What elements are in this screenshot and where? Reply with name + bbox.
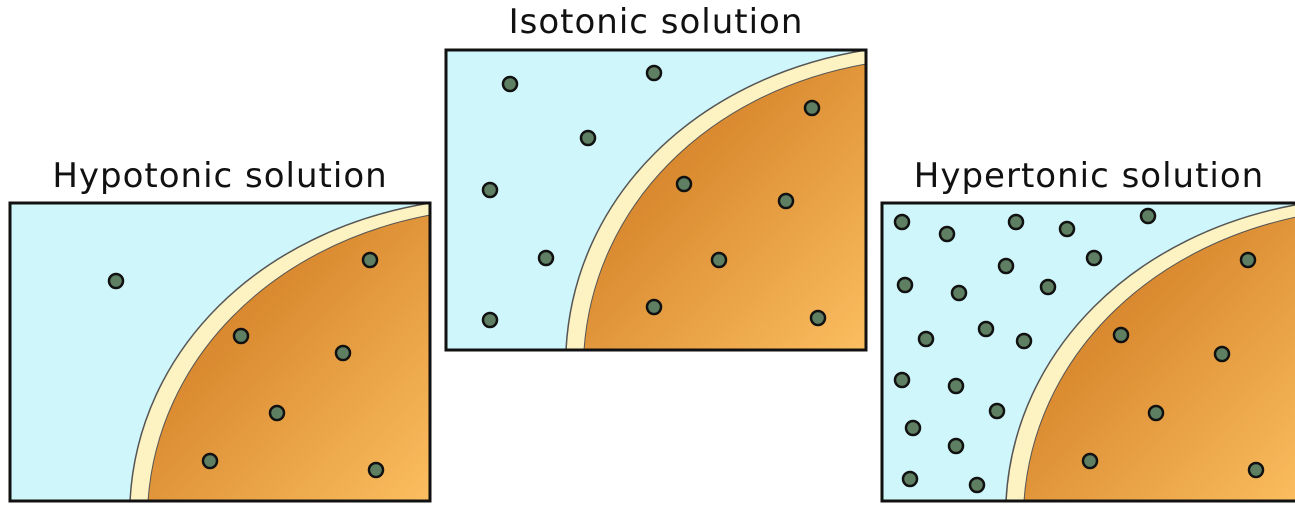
particle bbox=[968, 476, 986, 494]
cell-interior bbox=[583, 63, 867, 351]
isotonic-panel bbox=[444, 48, 868, 352]
particle bbox=[361, 251, 379, 269]
particle bbox=[481, 311, 499, 329]
particle bbox=[1081, 452, 1099, 470]
solute-particles bbox=[481, 64, 827, 329]
particle bbox=[1139, 207, 1157, 225]
particle bbox=[645, 298, 663, 316]
panel-border bbox=[444, 48, 868, 352]
particle bbox=[675, 175, 693, 193]
particle bbox=[947, 437, 965, 455]
particle bbox=[777, 192, 795, 210]
particle bbox=[579, 129, 597, 147]
particle bbox=[1015, 332, 1033, 350]
particle bbox=[367, 461, 385, 479]
particle bbox=[947, 377, 965, 395]
particle bbox=[938, 225, 956, 243]
particle bbox=[201, 452, 219, 470]
panel-border bbox=[880, 201, 1295, 503]
particle bbox=[893, 371, 911, 389]
particle bbox=[1247, 461, 1265, 479]
particle bbox=[645, 64, 663, 82]
particle bbox=[988, 402, 1006, 420]
particle bbox=[481, 181, 499, 199]
particle bbox=[232, 327, 250, 345]
particle bbox=[501, 75, 519, 93]
particle bbox=[917, 330, 935, 348]
particle bbox=[950, 284, 968, 302]
particle bbox=[1085, 249, 1103, 267]
particle bbox=[1007, 213, 1025, 231]
particle bbox=[334, 344, 352, 362]
particle bbox=[710, 251, 728, 269]
particle bbox=[107, 272, 125, 290]
particle bbox=[997, 257, 1015, 275]
particle bbox=[803, 99, 821, 117]
particle bbox=[896, 276, 914, 294]
isotonic-title: Isotonic solution bbox=[508, 2, 804, 42]
hypotonic-title: Hypotonic solution bbox=[52, 156, 388, 196]
particle bbox=[977, 320, 995, 338]
solute-particles bbox=[107, 251, 385, 479]
particle bbox=[1058, 220, 1076, 238]
solute-particles bbox=[893, 207, 1265, 494]
particle bbox=[537, 249, 555, 267]
particle bbox=[1039, 278, 1057, 296]
particle bbox=[1112, 326, 1130, 344]
particle bbox=[809, 309, 827, 327]
hypertonic-title: Hypertonic solution bbox=[913, 156, 1265, 196]
particle bbox=[1213, 345, 1231, 363]
cell-interior bbox=[1023, 216, 1295, 502]
hypertonic-panel bbox=[880, 201, 1295, 503]
particle bbox=[893, 213, 911, 231]
cell-interior bbox=[147, 214, 431, 502]
particle bbox=[904, 419, 922, 437]
panel-border bbox=[8, 201, 432, 503]
particle bbox=[1239, 251, 1257, 269]
hypotonic-panel bbox=[8, 201, 432, 503]
particle bbox=[901, 470, 919, 488]
particle bbox=[268, 404, 286, 422]
particle bbox=[1147, 404, 1165, 422]
